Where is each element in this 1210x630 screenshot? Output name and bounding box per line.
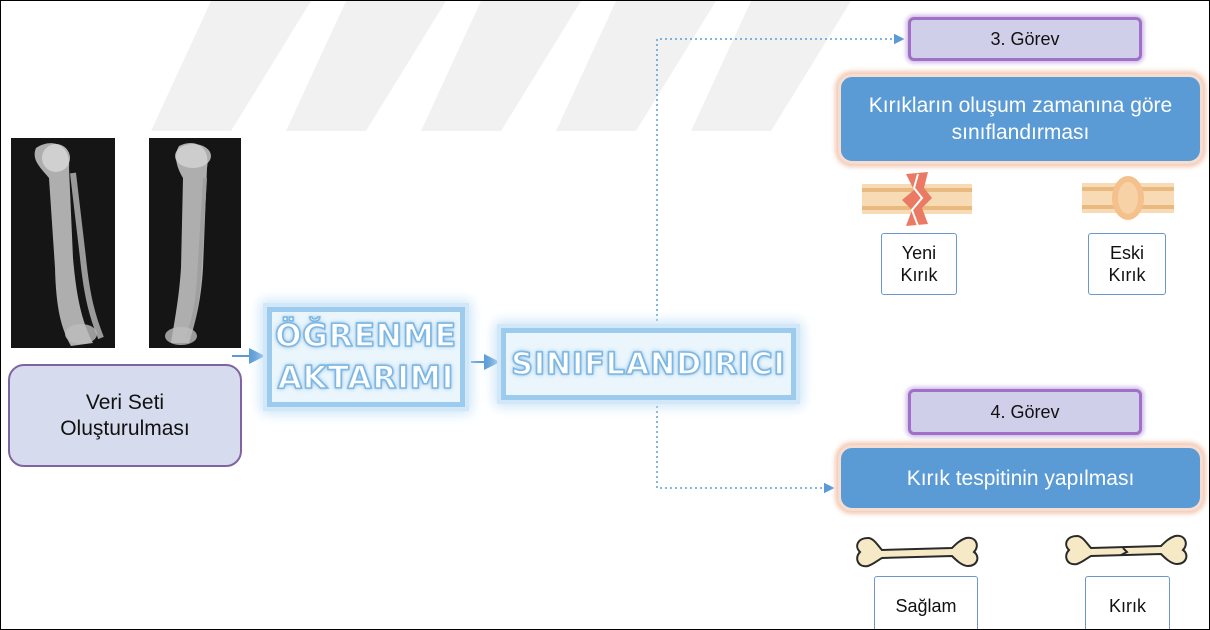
option-new-line1: Yeni: [901, 243, 937, 263]
option-old-line2: Kırık: [1108, 265, 1146, 285]
option-healthy: Sağlam: [874, 576, 978, 629]
task3-title-box: 3. Görev: [908, 17, 1142, 61]
dotted-connector-task4: [656, 406, 835, 494]
xray-image-lateral: [11, 138, 115, 348]
task3-description-line2: sınıflandırması: [951, 121, 1090, 144]
classifier-label: SINIFLANDIRICI: [510, 346, 786, 383]
new-fracture-icon: [862, 172, 972, 227]
task3-title: 3. Görev: [990, 28, 1060, 49]
transfer-label-line1: ÖĞRENME: [274, 317, 457, 355]
option-old-fracture: Eski Kırık: [1088, 233, 1166, 295]
transfer-learning-box: ÖĞRENME AKTARIMI: [267, 307, 465, 407]
option-healthy-label: Sağlam: [895, 596, 957, 616]
option-new-line2: Kırık: [900, 265, 938, 285]
transfer-label-line2: AKTARIMI: [277, 359, 455, 397]
dataset-label-line1: Veri Seti: [85, 390, 165, 414]
task3-description-line1: Kırıkların oluşum zamanına göre: [868, 94, 1173, 117]
task4-title-box: 4. Görev: [908, 389, 1142, 435]
option-broken-label: Kırık: [1108, 596, 1146, 616]
option-new-fracture: Yeni Kırık: [881, 233, 957, 295]
dataset-creation-box: Veri Seti Oluşturulması: [8, 364, 242, 467]
task3-description-box: Kırıkların oluşum zamanına göre sınıflan…: [838, 74, 1203, 164]
broken-bone-icon: [1065, 534, 1188, 566]
dataset-label-line2: Oluşturulması: [60, 416, 190, 440]
old-fracture-icon: [1082, 176, 1174, 220]
classifier-box: SINIFLANDIRICI: [501, 328, 796, 400]
healthy-bone-icon: [856, 536, 979, 568]
task4-title: 4. Görev: [990, 401, 1060, 422]
watermark-logo: [151, 1, 851, 131]
xray-image-frontal: [149, 138, 241, 348]
option-broken: Kırık: [1085, 576, 1170, 629]
option-old-line1: Eski: [1109, 243, 1144, 263]
dotted-connector-task3: [656, 33, 905, 321]
task4-description-box: Kırık tespitinin yapılması: [838, 445, 1203, 511]
task4-description: Kırık tespitinin yapılması: [906, 466, 1135, 490]
